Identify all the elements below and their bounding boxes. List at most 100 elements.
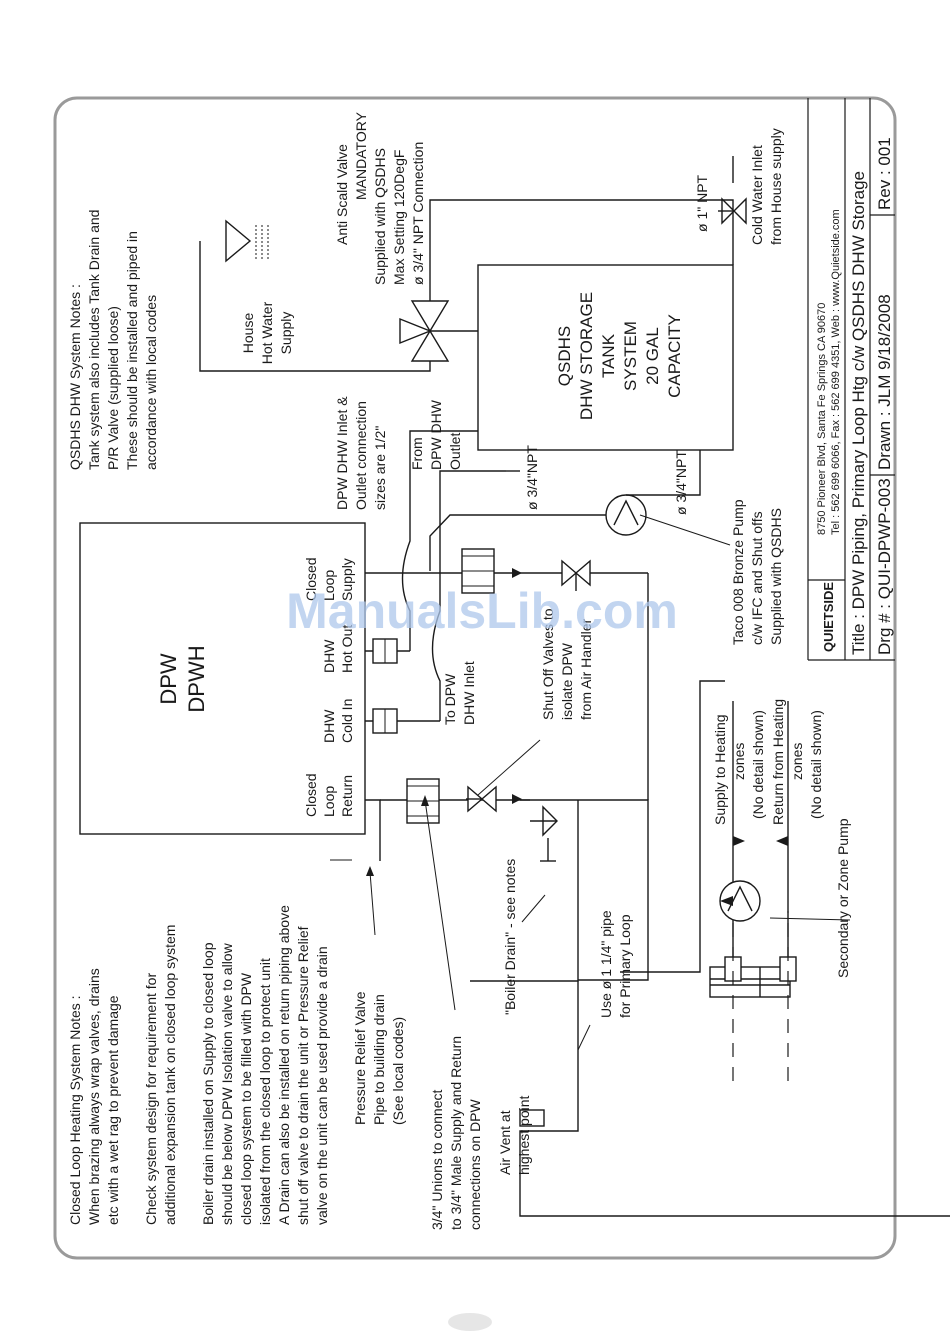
svg-text:Shut Off Valves to: Shut Off Valves to <box>540 608 556 720</box>
qs-note-4: accordance with local codes <box>143 295 159 470</box>
svg-text:ø 3/4" NPT Connection: ø 3/4" NPT Connection <box>410 142 426 285</box>
label-closed-loop-return-3: Return <box>339 775 355 817</box>
tank-label-4: SYSTEM <box>621 321 640 391</box>
svg-text:connections on DPW: connections on DPW <box>467 1098 483 1230</box>
svg-text:isolate DPW: isolate DPW <box>559 642 575 720</box>
qsdhs-notes: QSDHS DHW System Notes : Tank system als… <box>67 210 159 470</box>
svg-text:sizes are 1/2": sizes are 1/2" <box>372 426 388 510</box>
label-dhw-cold-in-2: Cold In <box>339 699 355 743</box>
cl-note-11: A Drain can also be installed on return … <box>276 905 292 1225</box>
title-drawn: Drawn : JLM 9/18/2008 <box>875 294 894 470</box>
cl-note-10: isolated from the closed loop to protect… <box>257 958 273 1225</box>
svg-text:Supplied with QSDHS: Supplied with QSDHS <box>372 148 388 285</box>
dpw-title-1: DPW <box>156 653 181 705</box>
tank-label-6: CAPACITY <box>665 314 684 398</box>
leader-unions <box>424 799 456 1011</box>
return-heating-label: Return from Heating zones (No detail sho… <box>770 699 824 825</box>
label-dhw-hot-out-2: Hot Out <box>339 625 355 673</box>
cl-note-12: shut off valve to drain the unit or Pres… <box>295 926 311 1225</box>
svg-text:Supply: Supply <box>278 312 294 355</box>
svg-text:Taco 008 Bronze Pump: Taco 008 Bronze Pump <box>730 499 746 645</box>
svg-text:c/w IFC and Shut offs: c/w IFC and Shut offs <box>749 511 765 645</box>
qs-note-0: QSDHS DHW System Notes : <box>67 284 83 470</box>
svg-text:(No detail shown): (No detail shown) <box>750 710 766 819</box>
label-closed-loop-supply-3: Supply <box>339 558 355 601</box>
taco-pump-label: Taco 008 Bronze Pump c/w IFC and Shut of… <box>730 499 784 645</box>
svg-text:to 3/4" Male Supply and Return: to 3/4" Male Supply and Return <box>448 1036 464 1230</box>
qs-note-3: These should be installed and piped in <box>124 231 140 470</box>
title-contact: Tel : 562 699 6066, Fax : 562 699 4351, … <box>830 209 842 535</box>
unions-label: 3/4" Unions to connect to 3/4" Male Supp… <box>429 1036 483 1230</box>
cl-note-5: additional expansion tank on closed loop… <box>162 925 178 1225</box>
supply-heating-label: Supply to Heating zones (No detail shown… <box>712 710 766 825</box>
qsdhs-tank-box <box>477 264 734 451</box>
tank-label-2: DHW STORAGE <box>577 292 596 420</box>
svg-text:ø 1" NPT: ø 1" NPT <box>694 174 710 232</box>
title-block: 8750 Pioneer Blvd, Santa Fe Springs CA 9… <box>807 98 895 661</box>
to-dpw-dhw-inlet-label: To DPW DHW Inlet <box>442 661 477 725</box>
svg-text:Return from Heating: Return from Heating <box>770 699 786 825</box>
anti-scald-label: Anti Scald Valve MANDATORY Supplied with… <box>334 111 426 285</box>
svg-text:zones: zones <box>731 743 747 780</box>
primary-loop-label: Use ø 1 1/4" pipe for Primary Loop <box>598 910 633 1018</box>
closed-loop-notes: Closed Loop Heating System Notes : When … <box>67 905 330 1225</box>
title-rev: Rev : 001 <box>875 137 894 210</box>
cl-note-1: When brazing always wrap valves, drains <box>86 968 102 1225</box>
primary-loop-lower <box>519 981 950 1217</box>
svg-text:for Primary Loop: for Primary Loop <box>617 914 633 1018</box>
leader-secondary-pump <box>769 917 851 921</box>
svg-text:Air Vent at: Air Vent at <box>497 1110 513 1175</box>
tank-label-5: 20 GAL <box>643 327 662 385</box>
title-text: Title : DPW Piping, Primary Loop Htg c/w… <box>849 171 868 655</box>
cl-note-13: valve on the unit can be used provide a … <box>314 946 330 1225</box>
leader-taco <box>639 514 731 546</box>
qs-note-1: Tank system also includes Tank Drain and <box>86 210 102 470</box>
from-dpw-outlet-label: From DPW DHW Outlet <box>409 399 463 470</box>
tank-label-1: QSDHS <box>555 326 574 386</box>
svg-text:"Boiler Drain" - see notes: "Boiler Drain" - see notes <box>502 859 518 1015</box>
svg-text:Pressure Relief Valve: Pressure Relief Valve <box>352 991 368 1125</box>
svg-text:zones: zones <box>789 743 805 780</box>
cl-note-0: Closed Loop Heating System Notes : <box>67 995 83 1225</box>
label-dhw-cold-in-1: DHW <box>321 709 337 743</box>
label-closed-loop-return-1: Closed <box>303 773 319 817</box>
dhw-inlet-pipe <box>401 401 501 651</box>
supply-shutoff-valve <box>561 559 578 587</box>
dpw-title-2: DPWH <box>184 645 209 712</box>
leader-primary-loop <box>577 1024 591 1051</box>
svg-text:MANDATORY: MANDATORY <box>353 111 369 200</box>
svg-text:Outlet connection: Outlet connection <box>353 401 369 510</box>
svg-text:Outlet: Outlet <box>447 433 463 470</box>
label-dhw-hot-out-1: DHW <box>321 639 337 673</box>
npt-1in-label: ø 1" NPT <box>694 174 710 232</box>
svg-text:From: From <box>409 437 425 470</box>
svg-text:ø 3/4"NPT: ø 3/4"NPT <box>673 450 689 515</box>
svg-text:Use ø 1 1/4" pipe: Use ø 1 1/4" pipe <box>598 910 614 1018</box>
svg-text:highest point: highest point <box>516 1095 532 1175</box>
svg-text:Anti Scald Valve: Anti Scald Valve <box>334 144 350 245</box>
house-supply-fixture <box>225 219 252 263</box>
title-logo: QUIETSIDE <box>821 582 836 652</box>
svg-text:Supplied with QSDHS: Supplied with QSDHS <box>768 508 784 645</box>
cold-water-inlet-label: Cold Water Inlet from House supply <box>749 128 784 245</box>
svg-text:ø 3/4"NPT: ø 3/4"NPT <box>524 445 540 510</box>
closely-spaced-tees <box>709 966 791 998</box>
label-closed-loop-supply-2: Loop <box>321 570 337 601</box>
leader-pressure-relief <box>369 871 376 936</box>
qs-note-2: P/R Valve (supplied loose) <box>105 306 121 470</box>
air-vent-label: Air Vent at highest point <box>497 1095 532 1175</box>
npt-right-label: ø 3/4"NPT <box>673 450 689 515</box>
svg-text:DPW DHW Inlet &: DPW DHW Inlet & <box>334 396 350 510</box>
label-closed-loop-supply-1: Closed <box>303 557 319 601</box>
page-tab <box>448 1313 492 1331</box>
svg-text:Hot Water: Hot Water <box>259 301 275 364</box>
cl-note-4: Check system design for requirement for <box>143 973 159 1225</box>
secondary-pump-label: Secondary or Zone Pump <box>835 818 851 978</box>
title-drg: Drg # : QUI-DPWP-003 <box>875 478 894 655</box>
tank-label-3: TANK <box>599 333 618 378</box>
svg-text:from Air Handler: from Air Handler <box>578 619 594 720</box>
svg-text:To DPW: To DPW <box>442 673 458 725</box>
house-hot-water-label: House Hot Water Supply <box>240 301 294 364</box>
air-vent <box>519 1109 545 1127</box>
